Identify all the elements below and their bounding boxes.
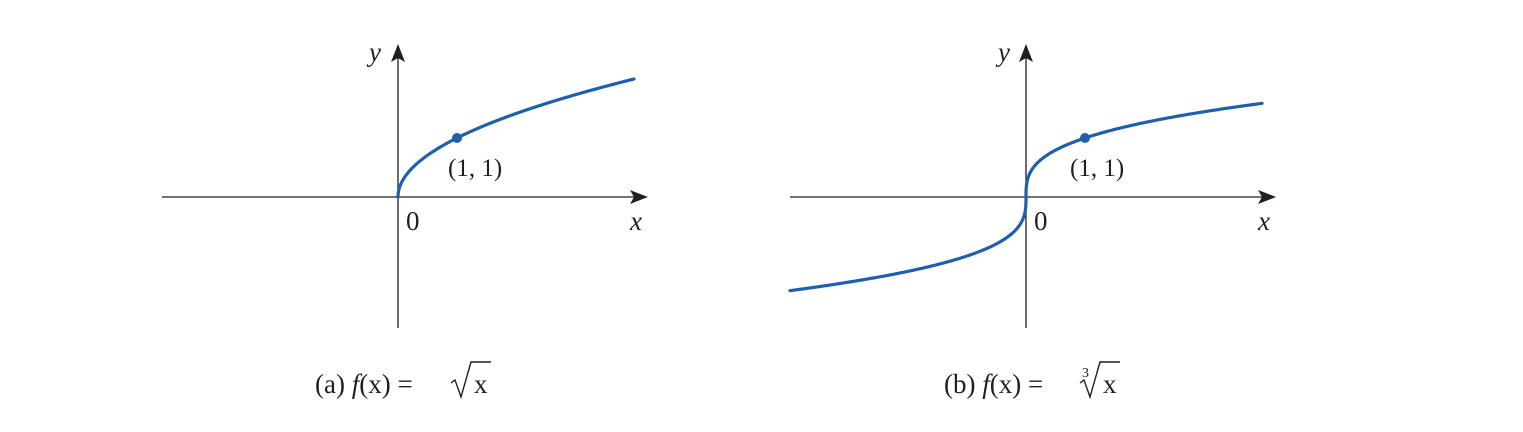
caption-argument: (x) =: [359, 369, 412, 399]
caption-function-name: f: [352, 369, 363, 399]
point-1-1: [452, 133, 462, 143]
radical-index: 3: [1082, 366, 1089, 381]
origin-label: 0: [1034, 206, 1048, 236]
caption-text: (a) f(x) =: [315, 369, 413, 399]
caption-prefix: (a): [315, 369, 352, 399]
caption-prefix: (b): [944, 369, 982, 399]
caption-radicand: x: [1103, 369, 1117, 399]
cbrt-curve: [788, 101, 1264, 293]
y-axis-arrowhead: [391, 44, 405, 62]
caption-argument: (x) =: [990, 369, 1043, 399]
x-axis-arrowhead: [1258, 190, 1276, 204]
caption: (b) f(x) = 3 x: [944, 361, 1120, 400]
x-axis-label: x: [629, 206, 642, 236]
caption-text: (b) f(x) =: [944, 369, 1043, 399]
caption-function-name: f: [982, 369, 993, 399]
graph-panel-cbrt: y x 0 (1, 1) (b) f(x) = 3 x: [788, 37, 1276, 400]
y-axis-arrowhead: [1019, 44, 1033, 62]
origin-label: 0: [406, 206, 420, 236]
y-axis-label: y: [366, 37, 381, 67]
point-label: (1, 1): [1070, 155, 1124, 182]
radical-sign: [1079, 361, 1120, 400]
caption: (a) f(x) = x: [315, 361, 491, 400]
x-axis-arrowhead: [630, 190, 648, 204]
radical-sign: [450, 361, 491, 400]
graph-panel-sqrt: y x 0 (1, 1) (a) f(x) = x: [162, 37, 648, 400]
sqrt-curve: [396, 77, 636, 199]
point-1-1: [1080, 133, 1090, 143]
x-axis-label: x: [1257, 206, 1270, 236]
caption-radicand: x: [474, 369, 488, 399]
point-label: (1, 1): [448, 155, 502, 182]
y-axis-label: y: [995, 37, 1010, 67]
